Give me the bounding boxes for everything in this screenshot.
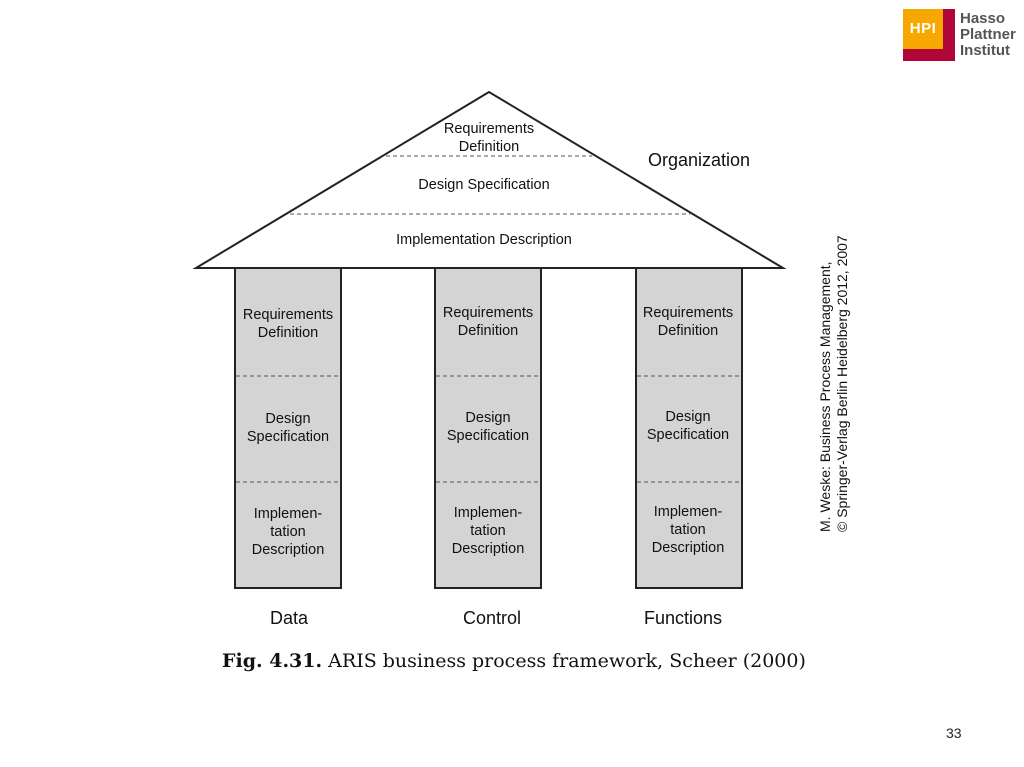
- source-credit: M. Weske: Business Process Management, ©…: [817, 235, 851, 532]
- source-credit-line-1: M. Weske: Business Process Management,: [817, 261, 833, 532]
- pillar-functions: Requirements Definition Design Specifica…: [635, 267, 743, 628]
- pillar-data-l1-line-2: Definition: [258, 325, 318, 341]
- pillar-control-l2-line-1: Design: [465, 410, 510, 426]
- hpi-logo: HPI Hasso Plattner Institut: [903, 9, 1018, 61]
- pillar-control-name: Control: [463, 608, 521, 628]
- organization-label: Organization: [648, 150, 750, 170]
- logo-word-1: Hasso: [960, 10, 1006, 27]
- pillar-data-l2-line-1: Design: [265, 411, 310, 427]
- figure-caption: Fig. 4.31. ARIS business process framewo…: [222, 650, 806, 672]
- pillar-control-l1-line-2: Definition: [458, 323, 518, 339]
- pillar-data-l2-line-2: Specification: [247, 429, 329, 445]
- pillar-functions-l2-line-1: Design: [665, 409, 710, 425]
- pillar-data-l3-line-3: Description: [252, 542, 325, 558]
- roof-level-2: Design Specification: [418, 177, 549, 193]
- pillar-data-l3-line-1: Implemen-: [254, 506, 323, 522]
- pillar-control-l3-line-2: tation: [470, 523, 505, 539]
- pillar-data-body: [234, 267, 342, 589]
- pillar-data-name: Data: [270, 608, 309, 628]
- logo-word-2: Plattner: [960, 26, 1016, 43]
- pillar-control-l3-line-3: Description: [452, 541, 525, 557]
- pillar-functions-l3-line-3: Description: [652, 540, 725, 556]
- source-credit-line-2: © Springer-Verlag Berlin Heidelberg 2012…: [834, 235, 850, 532]
- pillar-control-l1-line-1: Requirements: [443, 305, 533, 321]
- pillar-control: Requirements Definition Design Specifica…: [434, 267, 542, 628]
- logo-word-3: Institut: [960, 42, 1010, 59]
- pillar-functions-l2-line-2: Specification: [647, 427, 729, 443]
- roof-level-1-line-2: Definition: [459, 139, 519, 155]
- pillar-control-body: [434, 267, 542, 589]
- pillar-functions-l1-line-2: Definition: [658, 323, 718, 339]
- figure-caption-label: Fig. 4.31.: [222, 650, 323, 672]
- pillar-functions-name: Functions: [644, 608, 722, 628]
- pillar-functions-body: [635, 267, 743, 589]
- page-number: 33: [946, 725, 962, 741]
- logo-mark: HPI: [903, 9, 955, 61]
- roof-level-3: Implementation Description: [396, 232, 572, 248]
- pillar-data-l1-line-1: Requirements: [243, 307, 333, 323]
- pillar-data: Requirements Definition Design Specifica…: [234, 267, 342, 628]
- logo-words: Hasso Plattner Institut: [960, 11, 1016, 59]
- logo-hpi-text: HPI: [909, 20, 937, 37]
- pillar-control-l3-line-1: Implemen-: [454, 505, 523, 521]
- logo-square-orange: [903, 9, 943, 49]
- pillar-functions-l1-line-1: Requirements: [643, 305, 733, 321]
- pillar-functions-l3-line-2: tation: [670, 522, 705, 538]
- pillar-data-l3-line-2: tation: [270, 524, 305, 540]
- pillar-control-l2-line-2: Specification: [447, 428, 529, 444]
- pillar-functions-l3-line-1: Implemen-: [654, 504, 723, 520]
- roof-level-1-line-1: Requirements: [444, 121, 534, 137]
- figure-caption-text: ARIS business process framework, Scheer …: [322, 650, 806, 672]
